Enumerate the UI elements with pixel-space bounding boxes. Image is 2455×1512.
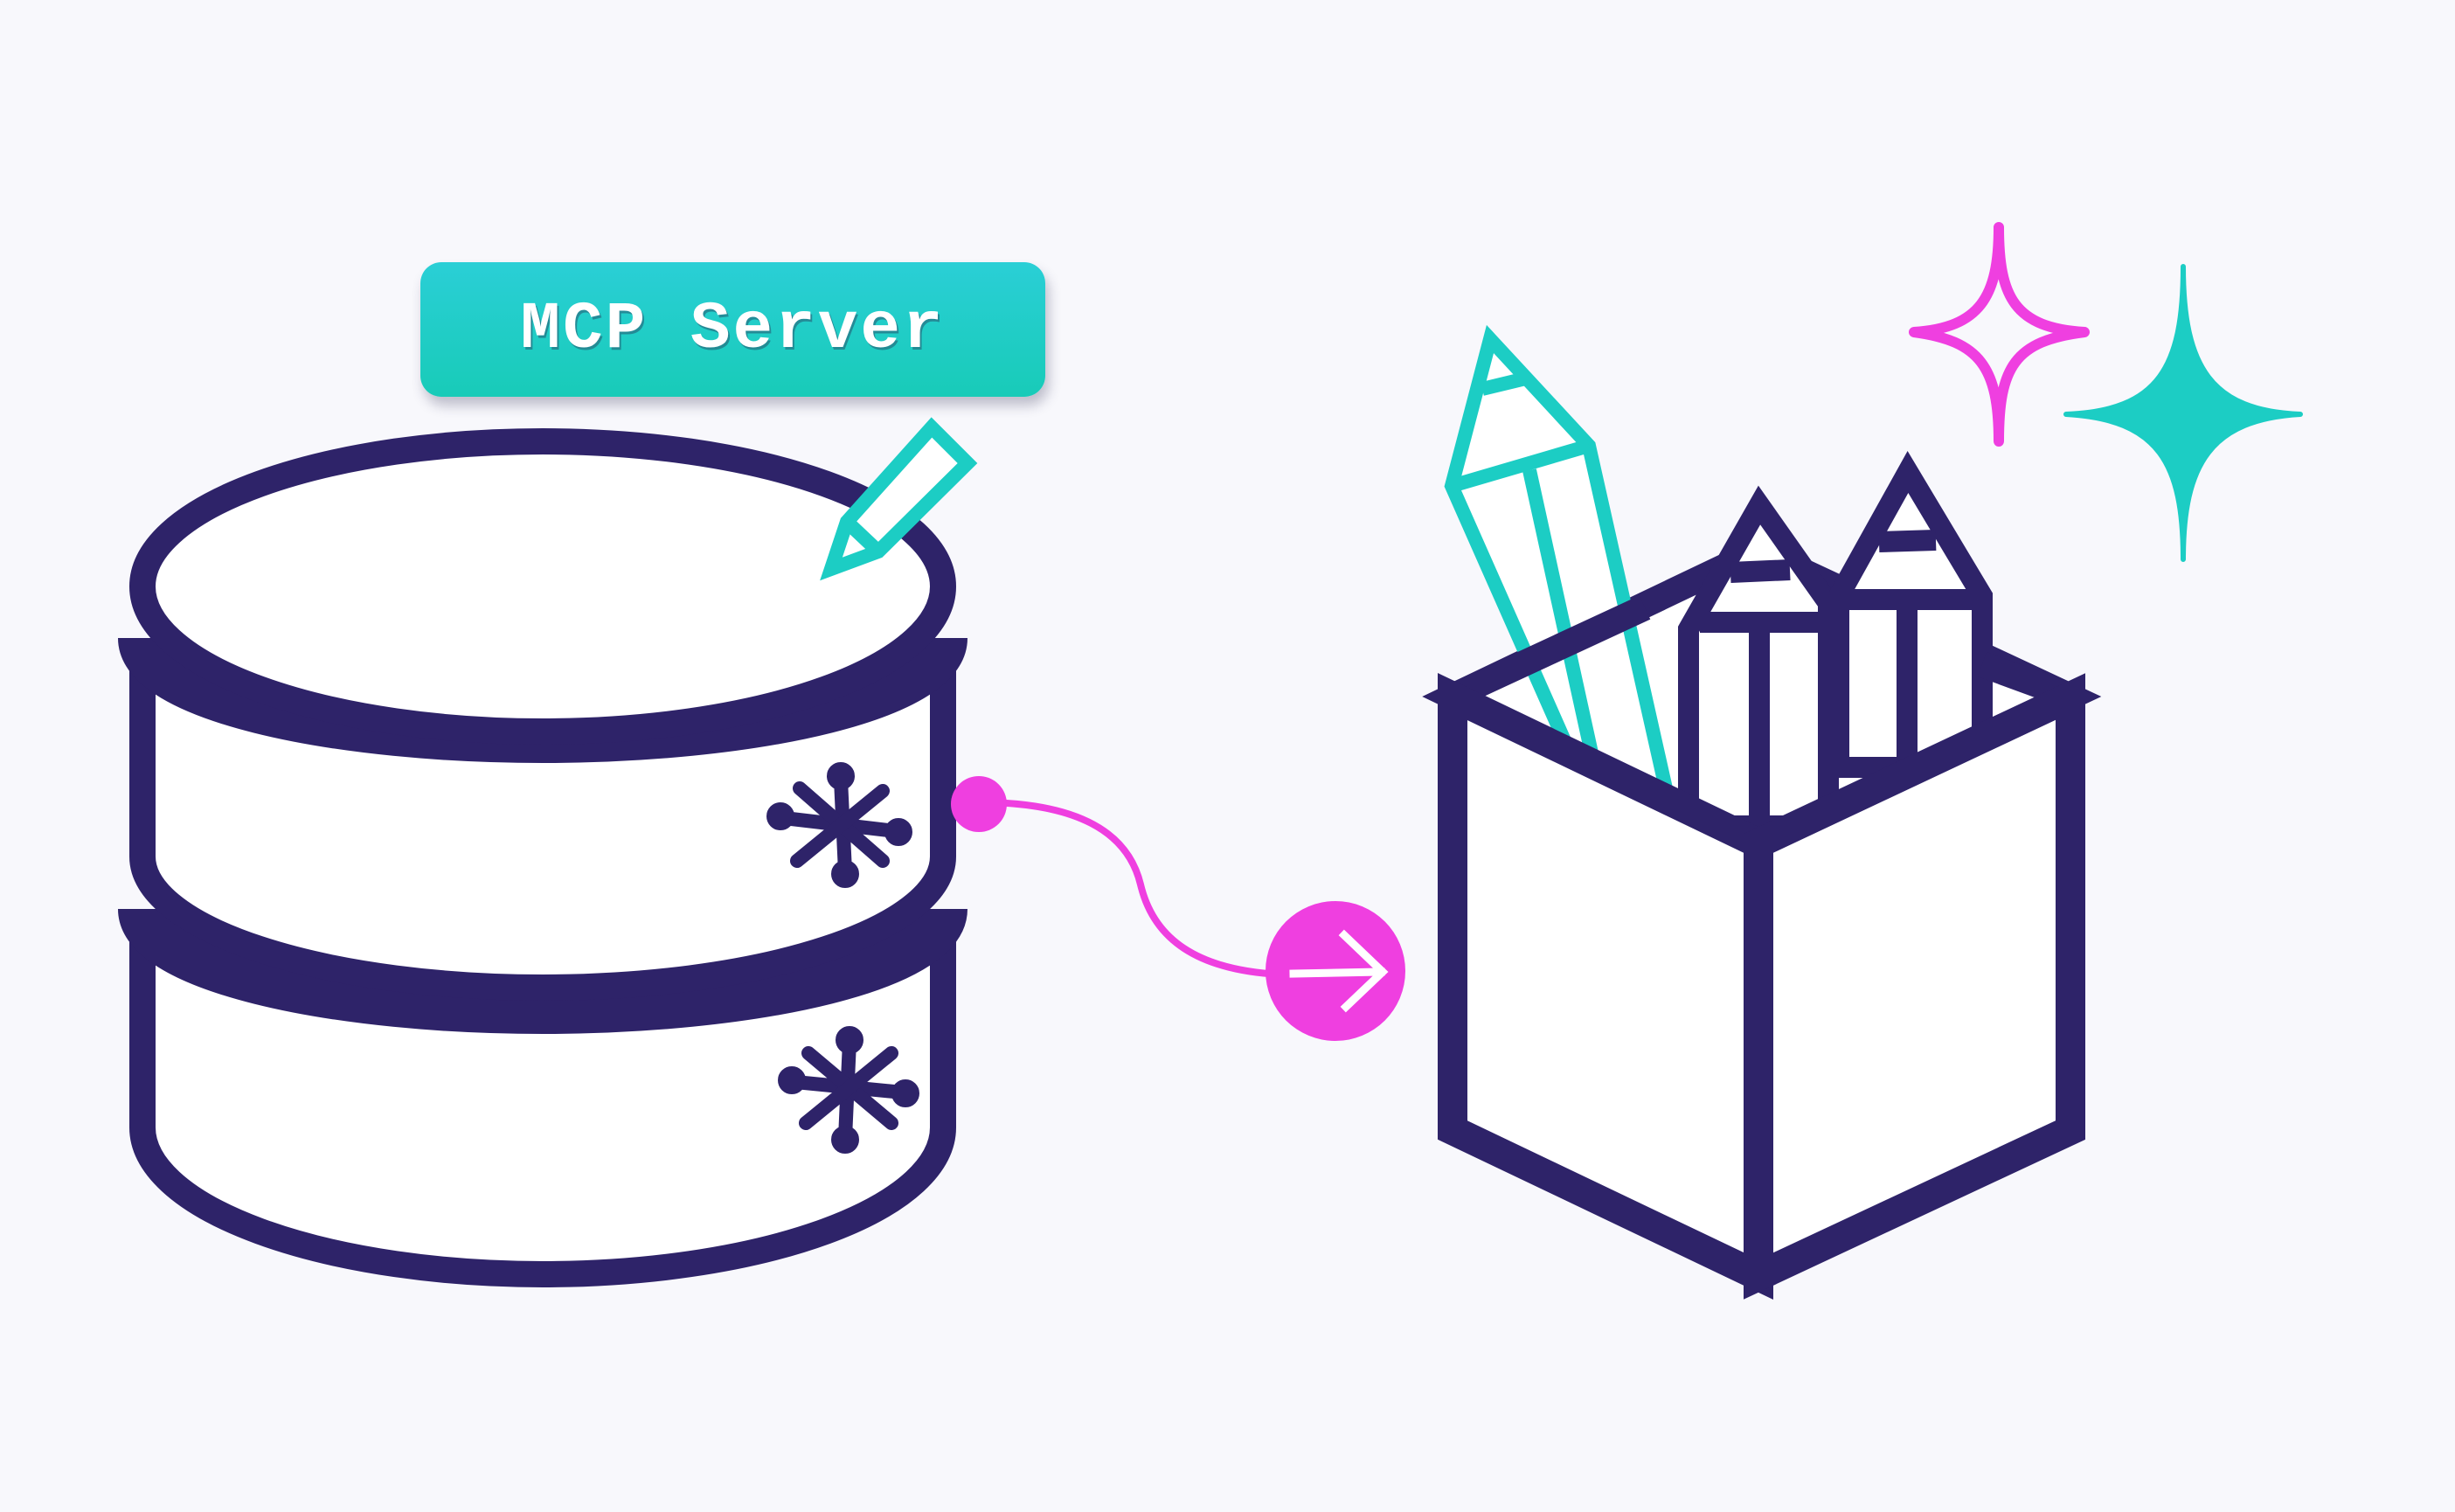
database-icon bbox=[118, 428, 967, 1287]
sparkle-icon-teal bbox=[2063, 264, 2303, 562]
pencil-icon-small bbox=[820, 417, 978, 581]
box-rim bbox=[1446, 595, 1651, 709]
pencil-box-icon bbox=[1422, 324, 2102, 1300]
server-label-text: MCP Server bbox=[520, 292, 946, 367]
arrow-right-icon bbox=[1289, 929, 1389, 1013]
database-top bbox=[129, 428, 956, 745]
asterisk-icon-lower bbox=[778, 1026, 919, 1154]
connector-line bbox=[975, 799, 1284, 978]
pencil-icon-navy-right bbox=[1828, 451, 1993, 778]
box-front-right bbox=[1744, 673, 2085, 1300]
asterisk-icon-upper bbox=[766, 762, 912, 888]
arrow-connector-icon bbox=[951, 776, 1405, 1041]
database-bottom-rim bbox=[118, 907, 967, 1034]
connector-start-dot bbox=[951, 776, 1007, 832]
pencil-icon-navy-left bbox=[1678, 485, 1839, 836]
sparkle-icon-magenta bbox=[1909, 222, 2090, 447]
server-label-badge: MCP Server bbox=[420, 262, 1045, 397]
